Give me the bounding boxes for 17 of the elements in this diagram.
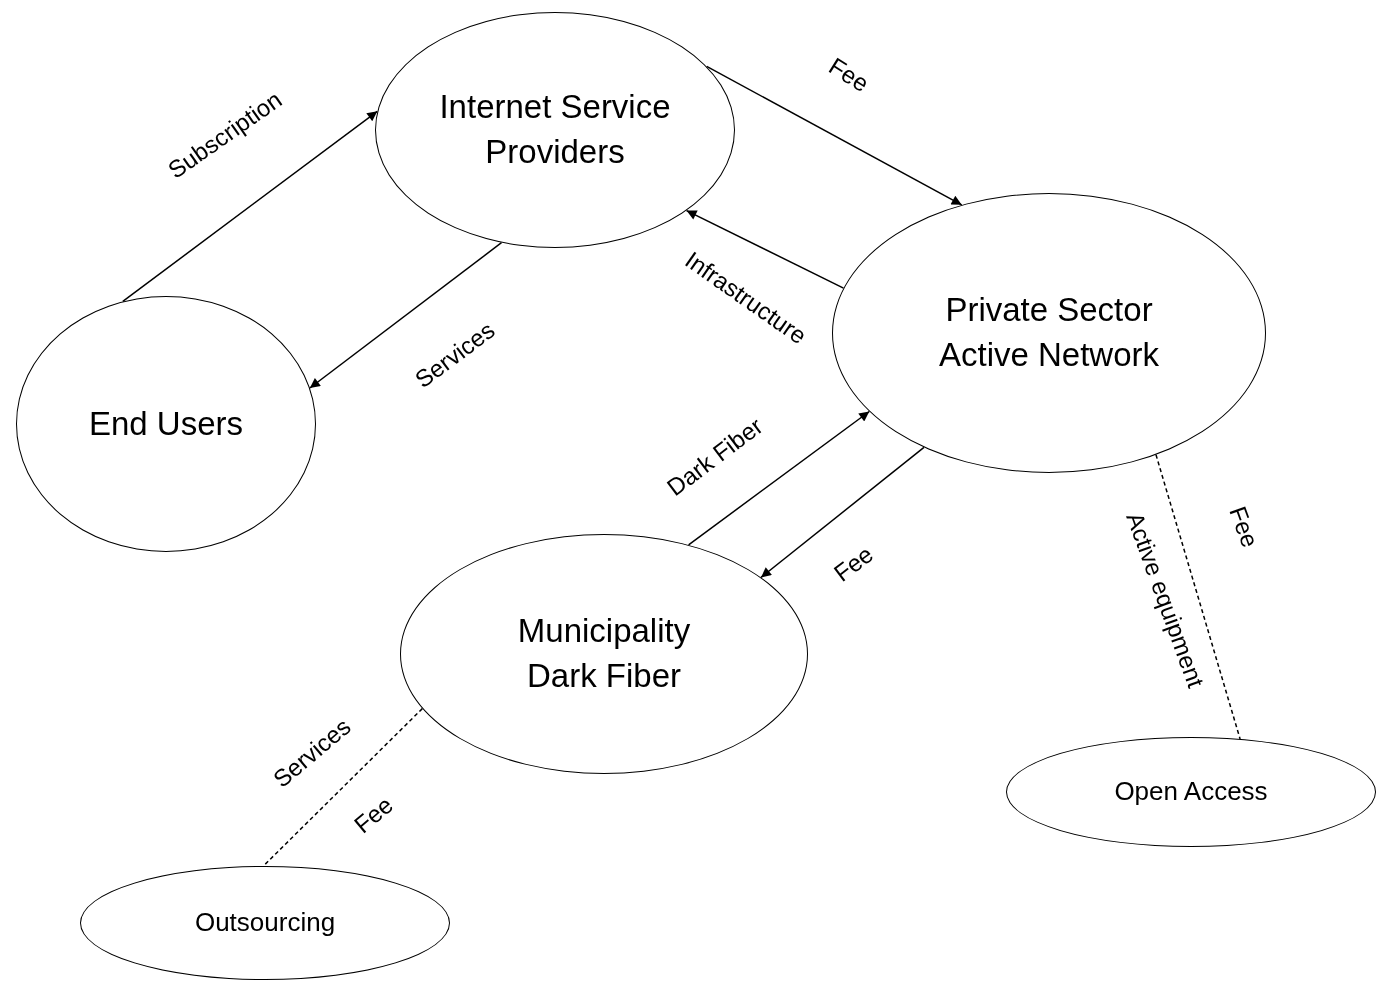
edge-label: Fee xyxy=(829,541,877,587)
dashed-line xyxy=(262,707,424,867)
arrow xyxy=(122,110,379,303)
dashed-line xyxy=(1155,454,1241,740)
arrow xyxy=(705,65,963,206)
node-label: Private Sector Active Network xyxy=(937,290,1161,375)
node-label: End Users xyxy=(88,403,244,444)
node-label: Municipality Dark Fiber xyxy=(516,611,692,696)
node-label: Open Access xyxy=(1114,775,1268,809)
edge-label: Fee xyxy=(824,53,873,97)
line-label: Fee xyxy=(1224,503,1262,551)
arrow xyxy=(685,209,845,289)
node-label: Internet Service Providers xyxy=(438,87,672,172)
arrow xyxy=(309,241,503,389)
line-label: Fee xyxy=(349,792,397,838)
arrow xyxy=(760,446,925,579)
node-label: Outsourcing xyxy=(194,906,336,940)
